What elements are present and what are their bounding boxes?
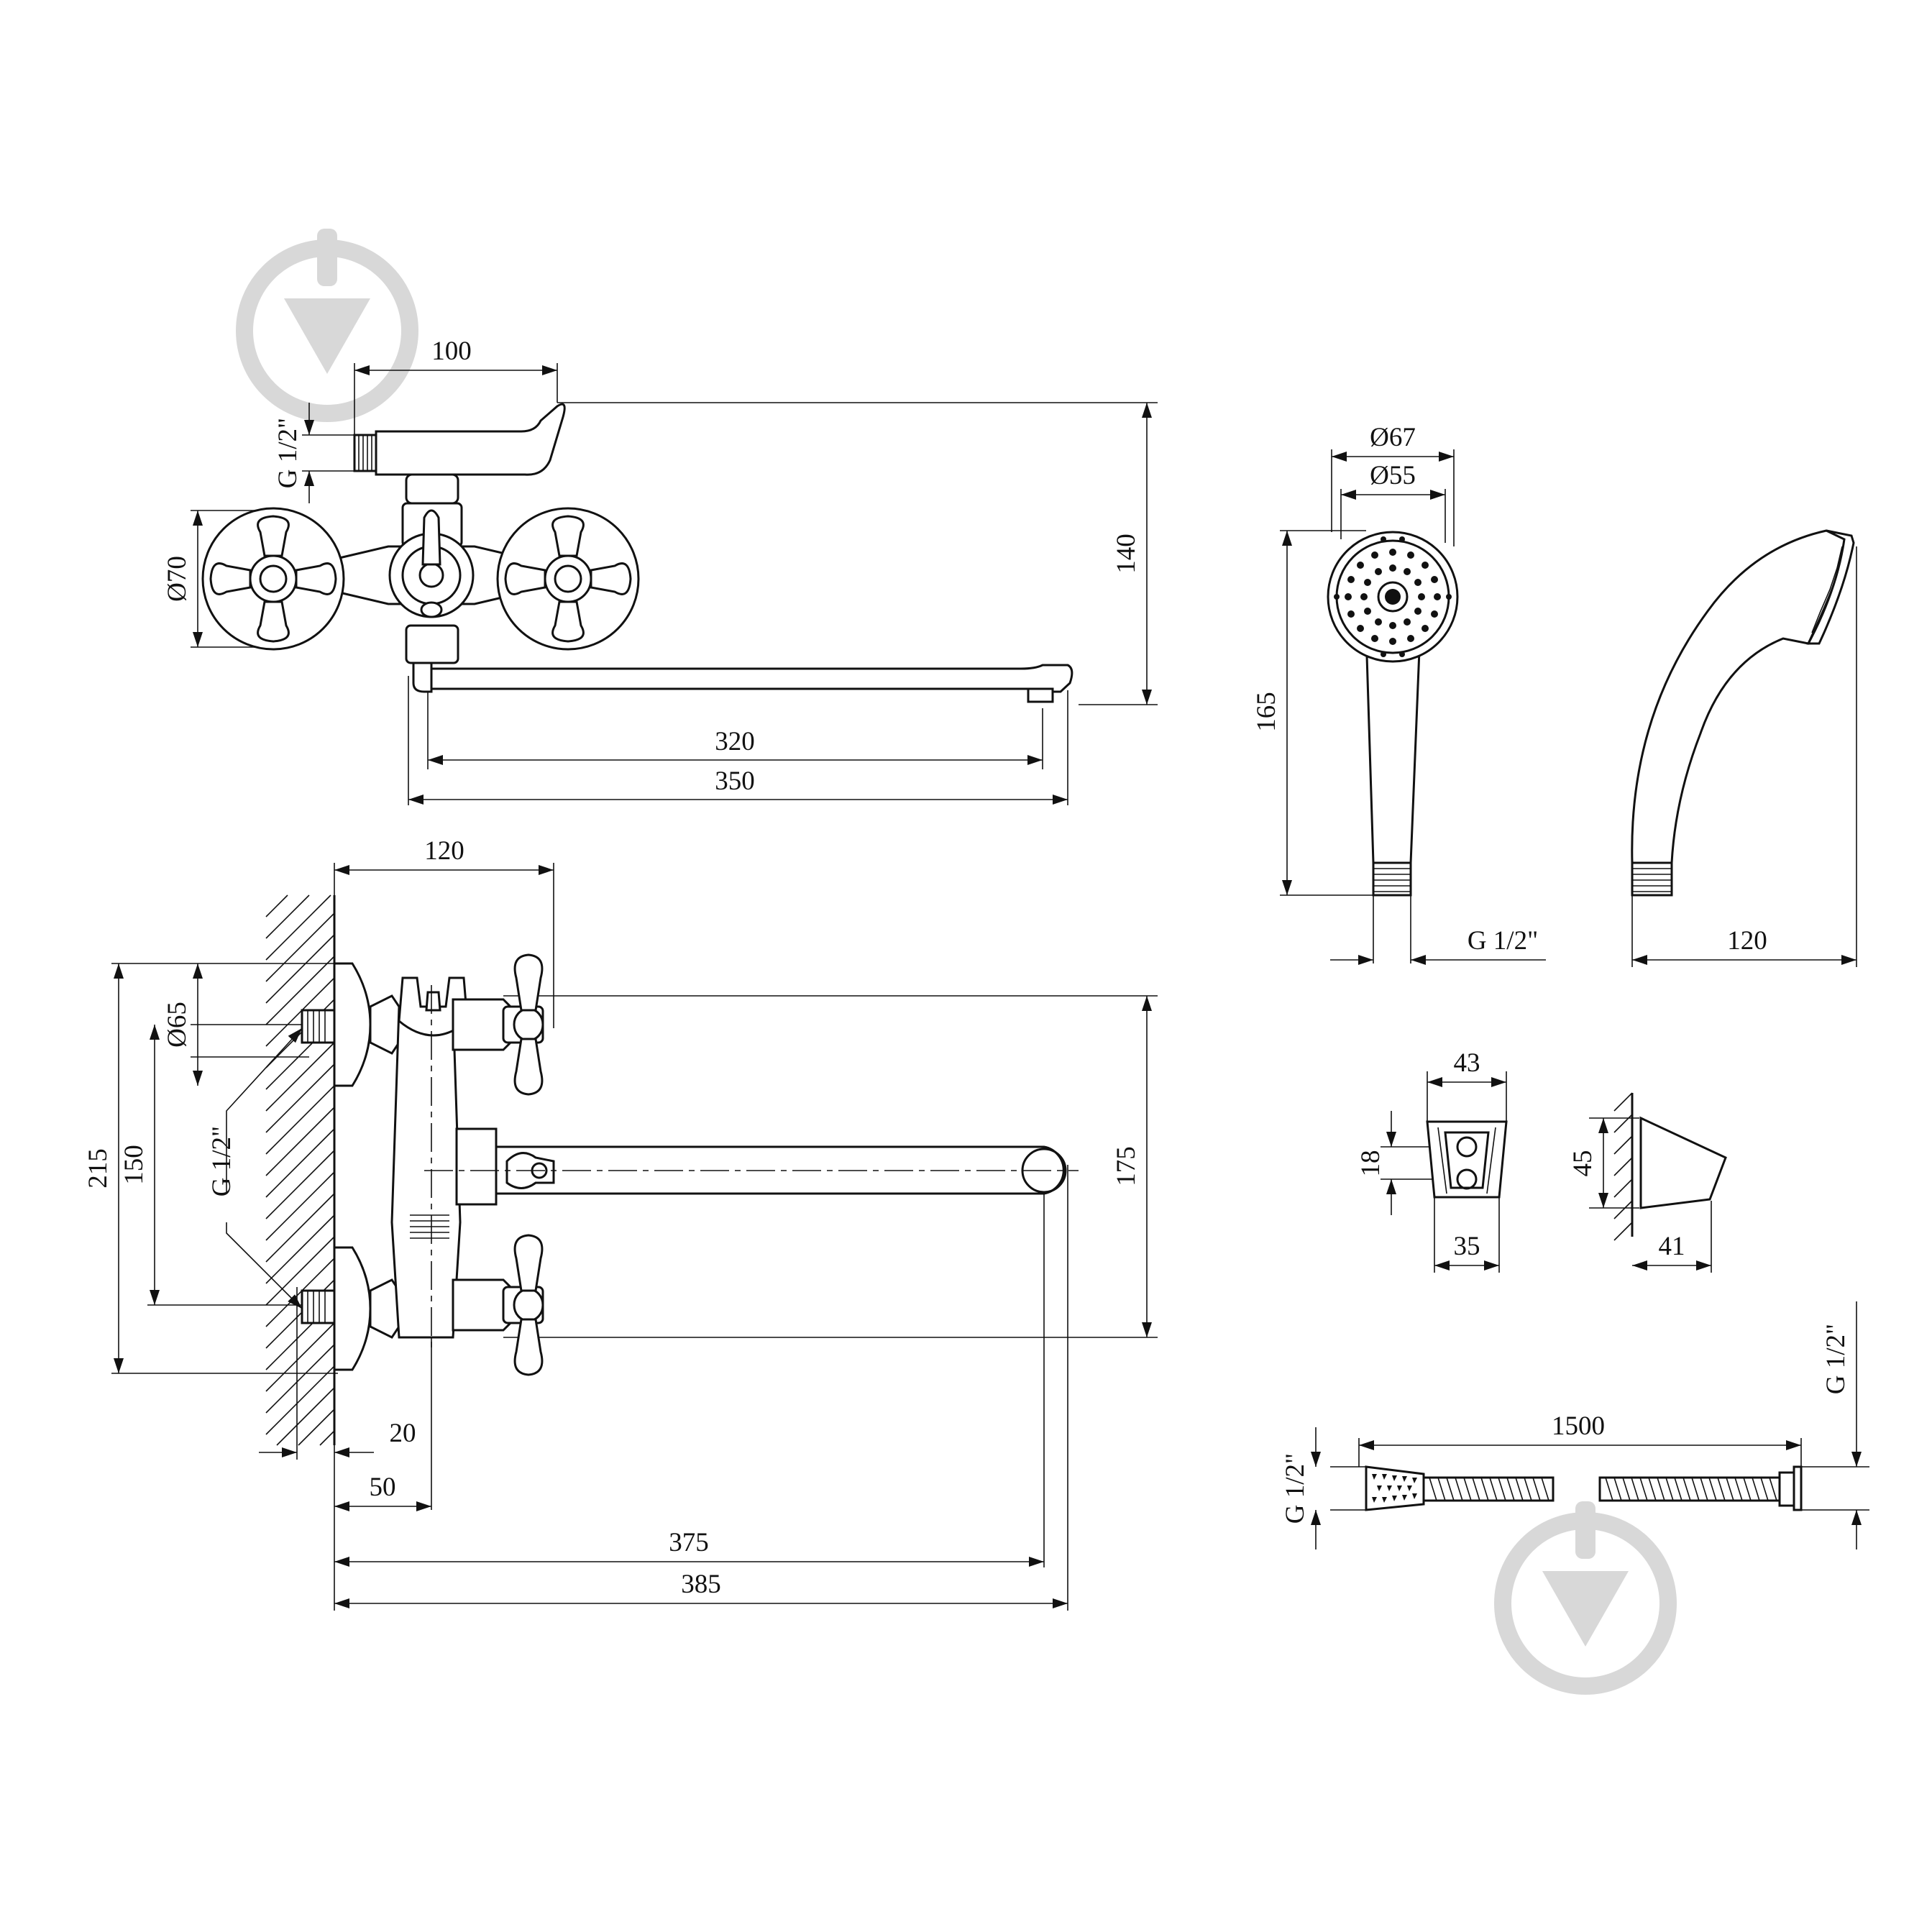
dim-43: 43 <box>1454 1048 1480 1078</box>
watermark-logo-icon <box>236 229 418 422</box>
faucet-front-view: 100 G 1/2" Ø70 140 320 350 <box>162 337 1158 805</box>
dim-120-side: 120 <box>424 836 464 866</box>
dim-320: 320 <box>715 727 755 756</box>
dim-120-shower: 120 <box>1727 926 1767 956</box>
dim-385: 385 <box>681 1570 721 1599</box>
dim-150: 150 <box>119 1145 149 1185</box>
dim-175: 175 <box>1112 1146 1141 1186</box>
shower-hose: 1500 G 1/2" G 1/2" <box>1281 1301 1869 1549</box>
shower-head-front: Ø67 Ø55 165 G 1/2" <box>1252 423 1546 965</box>
dim-50: 50 <box>370 1473 396 1502</box>
dim-100: 100 <box>431 337 472 366</box>
dim-41: 41 <box>1659 1232 1685 1261</box>
holder-side: 45 41 <box>1568 1092 1727 1273</box>
wall-hatch <box>265 894 336 1446</box>
holder-front: 43 18 35 <box>1356 1048 1508 1273</box>
watermark-logo-icon <box>1494 1501 1677 1695</box>
dim-165: 165 <box>1252 692 1281 732</box>
dim-140: 140 <box>1112 534 1141 574</box>
dim-thread-top: G 1/2" <box>273 418 303 488</box>
faucet-side-view: 120 Ø65 215 150 G 1/2" 175 20 50 375 385 <box>83 836 1158 1611</box>
dim-1500: 1500 <box>1552 1411 1605 1441</box>
dim-18: 18 <box>1356 1150 1386 1177</box>
spray-holes <box>1334 536 1452 657</box>
dim-d67: Ø67 <box>1370 423 1416 452</box>
dim-thread-side: G 1/2" <box>207 1126 237 1196</box>
dim-20: 20 <box>390 1419 416 1448</box>
dim-d70: Ø70 <box>162 556 192 602</box>
dim-45: 45 <box>1568 1150 1598 1177</box>
dim-thread-hose-left: G 1/2" <box>1281 1453 1310 1524</box>
dim-215: 215 <box>83 1148 113 1189</box>
dim-d55: Ø55 <box>1370 461 1416 490</box>
dim-350: 350 <box>715 766 755 796</box>
dim-d65: Ø65 <box>162 1002 192 1048</box>
dim-35: 35 <box>1454 1232 1480 1261</box>
dim-thread-shower: G 1/2" <box>1468 926 1538 956</box>
shower-head-side: 120 <box>1631 529 1857 967</box>
dim-375: 375 <box>669 1528 709 1557</box>
dim-thread-hose-right: G 1/2" <box>1821 1324 1851 1394</box>
